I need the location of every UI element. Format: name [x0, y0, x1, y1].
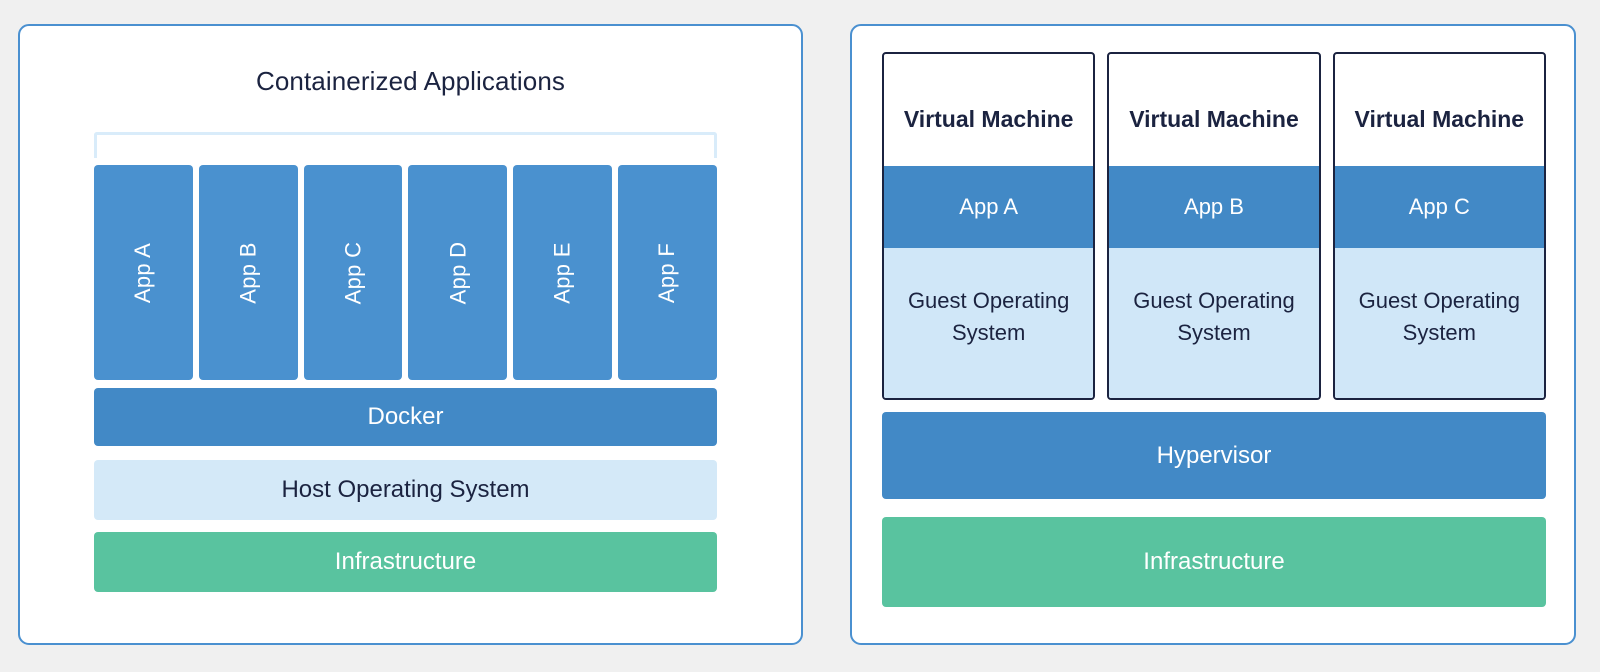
- container-app-c[interactable]: App C: [303, 165, 403, 380]
- virtual-machines-panel: Virtual Machine App A Guest Operating Sy…: [850, 24, 1576, 645]
- vm-box-3-app: App C: [1334, 166, 1544, 248]
- vm-box-2-app: App B: [1109, 166, 1319, 248]
- container-app-e-label: App E: [549, 241, 575, 304]
- container-bracket-icon: [94, 132, 717, 158]
- vm-box-1-app: App A: [884, 166, 1094, 248]
- container-app-b-label: App B: [235, 241, 261, 304]
- host-operating-system-layer[interactable]: Host Operating System: [94, 460, 717, 520]
- vm-box-2[interactable]: Virtual Machine App B Guest Operating Sy…: [1107, 52, 1321, 400]
- vm-box-2-title: Virtual Machine: [1129, 105, 1299, 132]
- containers-panel: Containerized Applications App A App B A…: [18, 24, 803, 645]
- vm-box-1[interactable]: Virtual Machine App A Guest Operating Sy…: [882, 52, 1096, 400]
- container-app-b[interactable]: App B: [198, 165, 298, 380]
- container-app-a[interactable]: App A: [94, 165, 193, 380]
- vm-row: Virtual Machine App A Guest Operating Sy…: [882, 52, 1546, 400]
- infrastructure-layer-vms[interactable]: Infrastructure: [882, 517, 1546, 607]
- page-title: Containerized Applications: [255, 66, 565, 96]
- container-app-a-label: App A: [130, 242, 156, 303]
- container-app-f[interactable]: App F: [618, 165, 717, 380]
- container-app-d-label: App D: [444, 241, 470, 304]
- vm-box-3-title: Virtual Machine: [1354, 105, 1525, 132]
- infrastructure-layer-containers[interactable]: Infrastructure: [94, 532, 717, 592]
- vm-box-2-guest-os: Guest Operating System: [1109, 248, 1319, 398]
- vm-box-1-title: Virtual Machine: [903, 105, 1074, 132]
- container-app-c-label: App C: [340, 241, 366, 304]
- container-app-f-label: App F: [654, 242, 680, 303]
- container-app-d[interactable]: App D: [408, 165, 508, 380]
- docker-layer[interactable]: Docker: [94, 388, 717, 446]
- container-app-e[interactable]: App E: [513, 165, 613, 380]
- container-app-row: App A App B App C App D App E App F: [94, 165, 717, 380]
- vm-box-3[interactable]: Virtual Machine App C Guest Operating Sy…: [1332, 52, 1546, 400]
- vm-box-3-guest-os: Guest Operating System: [1334, 248, 1544, 398]
- hypervisor-layer[interactable]: Hypervisor: [882, 412, 1546, 499]
- vm-box-1-guest-os: Guest Operating System: [884, 248, 1094, 398]
